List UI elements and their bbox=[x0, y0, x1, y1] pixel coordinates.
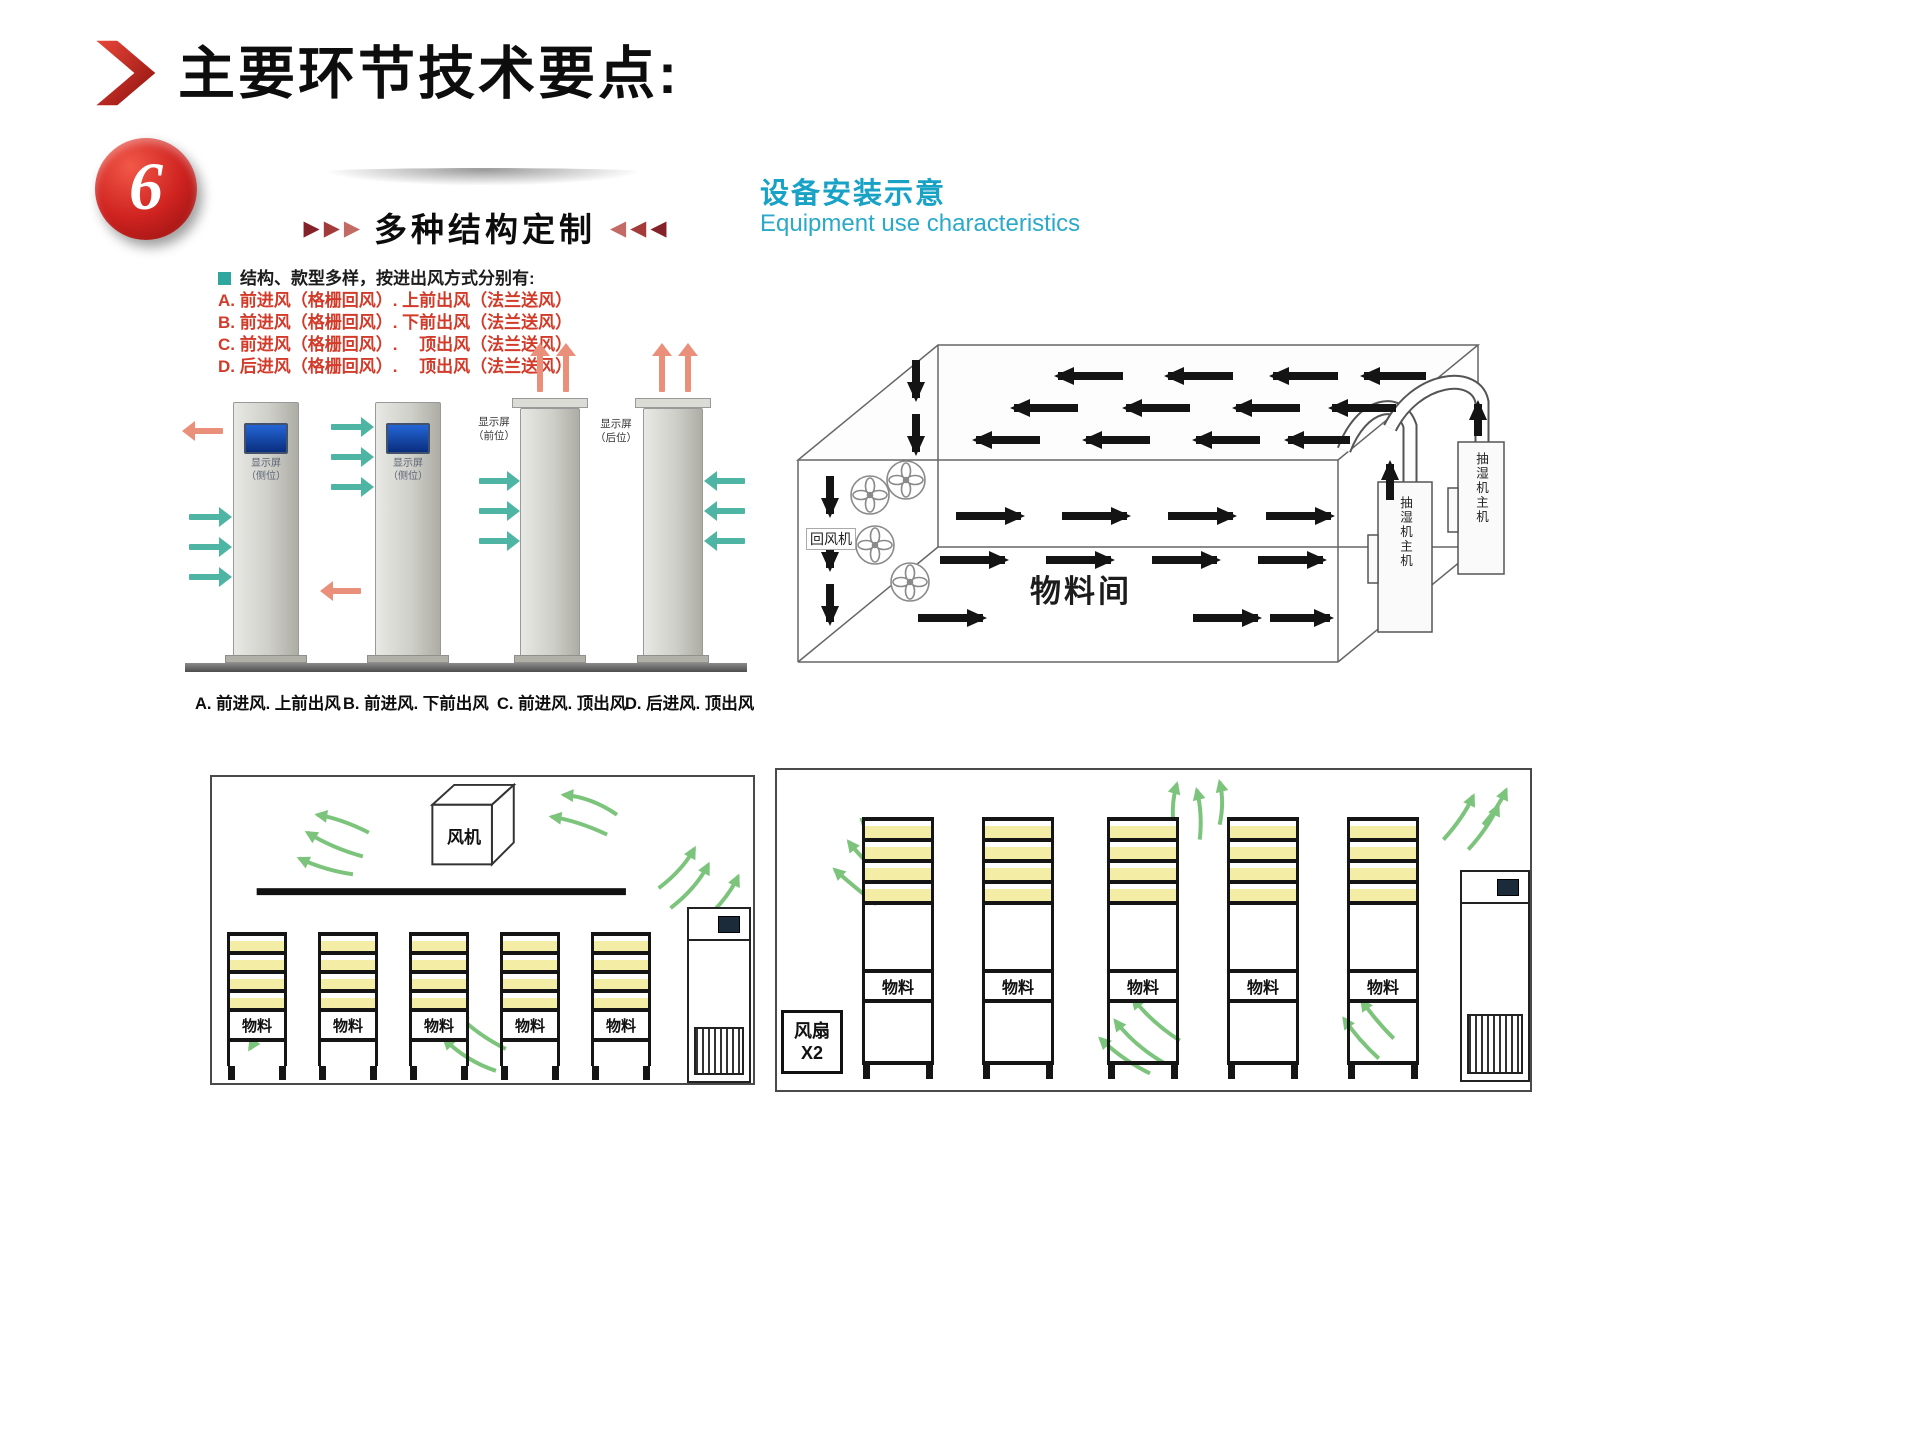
material-rack: 物料 bbox=[500, 932, 560, 1080]
material-rack: 物料 bbox=[318, 932, 378, 1080]
material-rack-tall: 物料 bbox=[1227, 817, 1299, 1079]
caption-c: C. 前进风. 顶出风 bbox=[497, 695, 627, 713]
return-fan-icons bbox=[850, 460, 930, 602]
unit-grille bbox=[694, 1027, 744, 1075]
installation-isometric-diagram: 回风机 物料间 抽湿机主机 抽湿机主机 bbox=[778, 330, 1530, 690]
structure-intro-text: 结构、款型多样，按进出风方式分别有: bbox=[240, 269, 535, 288]
exhaust-arrow-up bbox=[530, 343, 550, 392]
screen-position-annotation: 显示屏 （后位） bbox=[595, 418, 637, 444]
intake-arrow-right bbox=[479, 531, 520, 551]
room-layout-left: 风机 物料 物料 物料 物料 物料 bbox=[210, 775, 755, 1085]
cabinet-b: 显示屏 （侧位） bbox=[375, 402, 441, 664]
dehumidifier-unit-label: 抽湿机主机 bbox=[1398, 496, 1412, 569]
fan-hood bbox=[429, 782, 517, 867]
unit-grille bbox=[1467, 1014, 1523, 1074]
triangle-left-icon: ◀ bbox=[650, 217, 667, 240]
exhaust-arrow-up bbox=[678, 343, 698, 392]
caption-a: A. 前进风. 上前出风 bbox=[195, 695, 341, 713]
unit-panel-line bbox=[1462, 902, 1528, 904]
exhaust-arrow-left bbox=[182, 421, 223, 441]
section-number: 6 bbox=[129, 147, 163, 224]
intake-arrow-right bbox=[479, 501, 520, 521]
triangle-right-icon: ▶ bbox=[303, 217, 320, 240]
fan-x2-box: 风扇 X2 bbox=[781, 1010, 843, 1074]
triangle-left-icon: ◀ bbox=[610, 217, 627, 240]
fan-label: 风机 bbox=[447, 828, 481, 847]
structure-options: A. 前进风（格栅回风）. 上前出风（法兰送风） B. 前进风（格栅回风）. 下… bbox=[218, 290, 572, 378]
cabinet-display-screen bbox=[244, 423, 288, 454]
screen-position-label: 显示屏 （侧位） bbox=[388, 458, 428, 482]
structure-option: C. 前进风（格栅回风）. 顶出风（法兰送风） bbox=[218, 335, 573, 354]
unit-panel-line bbox=[689, 939, 749, 941]
red-chevron-icon bbox=[85, 35, 161, 111]
intake-arrow-right bbox=[331, 447, 374, 467]
material-rack-tall: 物料 bbox=[862, 817, 934, 1079]
floor-line bbox=[185, 663, 747, 672]
cabinet-display-screen bbox=[386, 423, 430, 454]
room-layout-right: 风扇 X2 物料 物料 物料 物料 bbox=[775, 768, 1532, 1092]
page-title: 主要环节技术要点: bbox=[178, 42, 680, 106]
intake-arrow-left bbox=[704, 531, 745, 551]
cabinet-captions: A. 前进风. 上前出风 B. 前进风. 下前出风 C. 前进风. 顶出风 D.… bbox=[185, 690, 760, 716]
intake-arrow-right bbox=[479, 471, 520, 491]
caption-b: B. 前进风. 下前出风 bbox=[343, 695, 489, 713]
top-flange bbox=[635, 398, 711, 408]
triangle-right-icon: ▶ bbox=[343, 217, 360, 240]
caption-d: D. 后进风. 顶出风 bbox=[625, 695, 755, 713]
material-rack-tall: 物料 bbox=[1107, 817, 1179, 1079]
bullet-square-icon bbox=[218, 272, 231, 285]
cabinet-c bbox=[520, 408, 580, 664]
structure-section-header: ▶▶▶多种结构定制◀◀◀ bbox=[250, 203, 720, 251]
cabinet-base bbox=[637, 655, 709, 663]
top-flange bbox=[512, 398, 588, 408]
structure-intro: 结构、款型多样，按进出风方式分别有: bbox=[218, 264, 535, 289]
structure-section-title: 多种结构定制 bbox=[374, 211, 596, 248]
section-number-badge: 6 bbox=[95, 138, 197, 240]
dehumidifier-unit-label: 抽湿机主机 bbox=[1474, 452, 1488, 525]
structure-option: B. 前进风（格栅回风）. 下前出风（法兰送风） bbox=[218, 313, 573, 332]
screen-position-annotation: 显示屏 （前位） bbox=[473, 416, 515, 442]
dehumidifier-unit bbox=[687, 907, 751, 1083]
intake-arrow-right bbox=[331, 417, 374, 437]
material-rack-tall: 物料 bbox=[1347, 817, 1419, 1079]
ceiling-beam bbox=[256, 888, 626, 896]
exhaust-arrow-left bbox=[320, 581, 361, 601]
material-rack-tall: 物料 bbox=[982, 817, 1054, 1079]
dehumidifier-unit bbox=[1460, 870, 1530, 1082]
cabinet-base bbox=[367, 655, 449, 663]
screen-position-label: 显示屏 （侧位） bbox=[246, 458, 286, 482]
exhaust-arrow-up bbox=[556, 343, 576, 392]
intake-arrow-right bbox=[189, 537, 232, 557]
intake-arrow-right bbox=[189, 507, 232, 527]
decorative-swoosh bbox=[248, 168, 718, 188]
cabinet-a: 显示屏 （侧位） bbox=[233, 402, 299, 664]
cabinet-base bbox=[514, 655, 586, 663]
isometric-room-svg bbox=[795, 344, 1505, 663]
unit-screen bbox=[718, 916, 740, 933]
material-rack: 物料 bbox=[591, 932, 651, 1080]
intake-arrow-left bbox=[704, 471, 745, 491]
return-fan-label: 回风机 bbox=[806, 528, 856, 550]
airflow-arrows bbox=[821, 360, 1487, 627]
triangle-right-icon: ▶ bbox=[323, 217, 340, 240]
cabinet-d bbox=[643, 408, 703, 664]
install-section-title: 设备安装示意 bbox=[760, 178, 947, 210]
unit-screen bbox=[1497, 879, 1519, 896]
intake-arrow-right bbox=[189, 567, 232, 587]
dehumidifier-main-units bbox=[1367, 441, 1505, 633]
cabinet-variants-diagram: 显示屏 （侧位） 显示屏 （侧位） 显示屏 （前位） 显示屏 （后位） bbox=[182, 343, 755, 687]
intake-arrow-right bbox=[331, 477, 374, 497]
structure-option: D. 后进风（格栅回风）. 顶出风（法兰送风） bbox=[218, 357, 573, 376]
exhaust-arrow-up bbox=[652, 343, 672, 392]
material-room-label: 物料间 bbox=[1030, 574, 1132, 609]
material-rack: 物料 bbox=[227, 932, 287, 1080]
room-box-wireframe bbox=[795, 344, 1481, 663]
intake-arrow-left bbox=[704, 501, 745, 521]
install-section-subtitle: Equipment use characteristics bbox=[760, 210, 1081, 237]
cabinet-base bbox=[225, 655, 307, 663]
triangle-left-icon: ◀ bbox=[630, 217, 647, 240]
material-rack: 物料 bbox=[409, 932, 469, 1080]
structure-option: A. 前进风（格栅回风）. 上前出风（法兰送风） bbox=[218, 291, 573, 310]
